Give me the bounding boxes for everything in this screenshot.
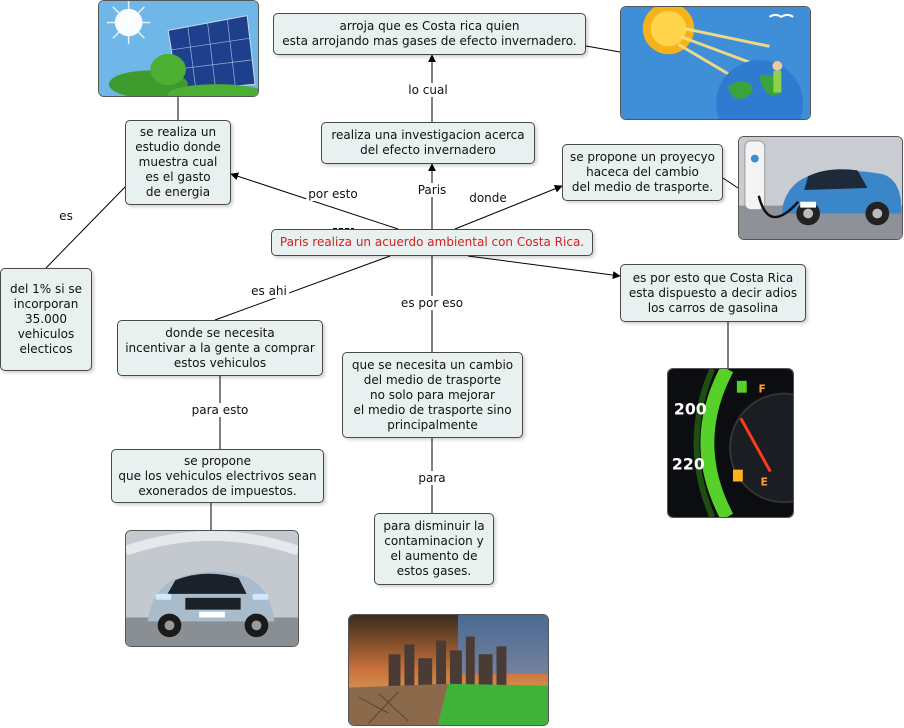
svg-text:F: F (759, 383, 766, 396)
edge-center-incentivar (214, 255, 391, 321)
link-label-lo-cual: lo cual (406, 83, 450, 97)
link-label-para: para (416, 471, 448, 485)
link-label-paris: Paris (415, 183, 449, 197)
concept-uno-por-ciento[interactable]: del 1% si se incorporan 35.000 vehiculos… (0, 268, 92, 371)
link-label-es: es (57, 209, 75, 223)
concept-estudio[interactable]: se realiza un estudio donde muestra cual… (125, 120, 231, 205)
fuel-gauge-image[interactable]: 200 220 F E (667, 368, 794, 518)
edge-arroja-sun (585, 45, 621, 53)
electric-car-image[interactable] (125, 530, 299, 647)
concept-proyecto[interactable]: se propone un proyecyo haceca del cambio… (562, 144, 723, 201)
link-label-es-ahi: es ahi (249, 284, 289, 298)
concept-cambio[interactable]: que se necesita un cambio del medio de t… (342, 352, 523, 438)
edge-proyecto-ev (722, 177, 739, 189)
concept-disminuir[interactable]: para disminuir la contaminacion y el aum… (374, 513, 494, 585)
link-label-es-por-eso: es por eso (398, 296, 466, 310)
concept-exonerados[interactable]: se propone que los vehiculos electrivos … (111, 449, 324, 503)
concept-investigacion[interactable]: realiza una investigacion acerca del efe… (321, 122, 535, 164)
concept-gasolina[interactable]: es por esto que Costa Rica esta dispuest… (620, 264, 806, 322)
edge-estudio-uno (45, 185, 127, 269)
sun-earth-image[interactable] (620, 6, 811, 120)
concept-arroja[interactable]: arroja que es Costa rica quien esta arro… (273, 13, 586, 55)
edge-center-proyecto (454, 184, 563, 230)
edge-center-gasolina (467, 255, 621, 280)
svg-text:220: 220 (672, 455, 705, 474)
svg-text:200: 200 (674, 399, 707, 418)
svg-text:E: E (761, 475, 768, 488)
concept-center[interactable]: Paris realiza un acuerdo ambiental con C… (271, 229, 593, 256)
link-label-donde: donde (467, 191, 509, 205)
concept-incentivar[interactable]: donde se necesita incentivar a la gente … (117, 320, 323, 376)
link-label-para-esto: para esto (189, 403, 251, 417)
edge-center-estudio (230, 172, 399, 230)
ev-charging-image[interactable] (738, 136, 903, 240)
pollution-city-image[interactable] (348, 614, 549, 726)
link-label-por-esto: por esto (306, 187, 360, 201)
solar-panels-image[interactable] (98, 0, 259, 97)
